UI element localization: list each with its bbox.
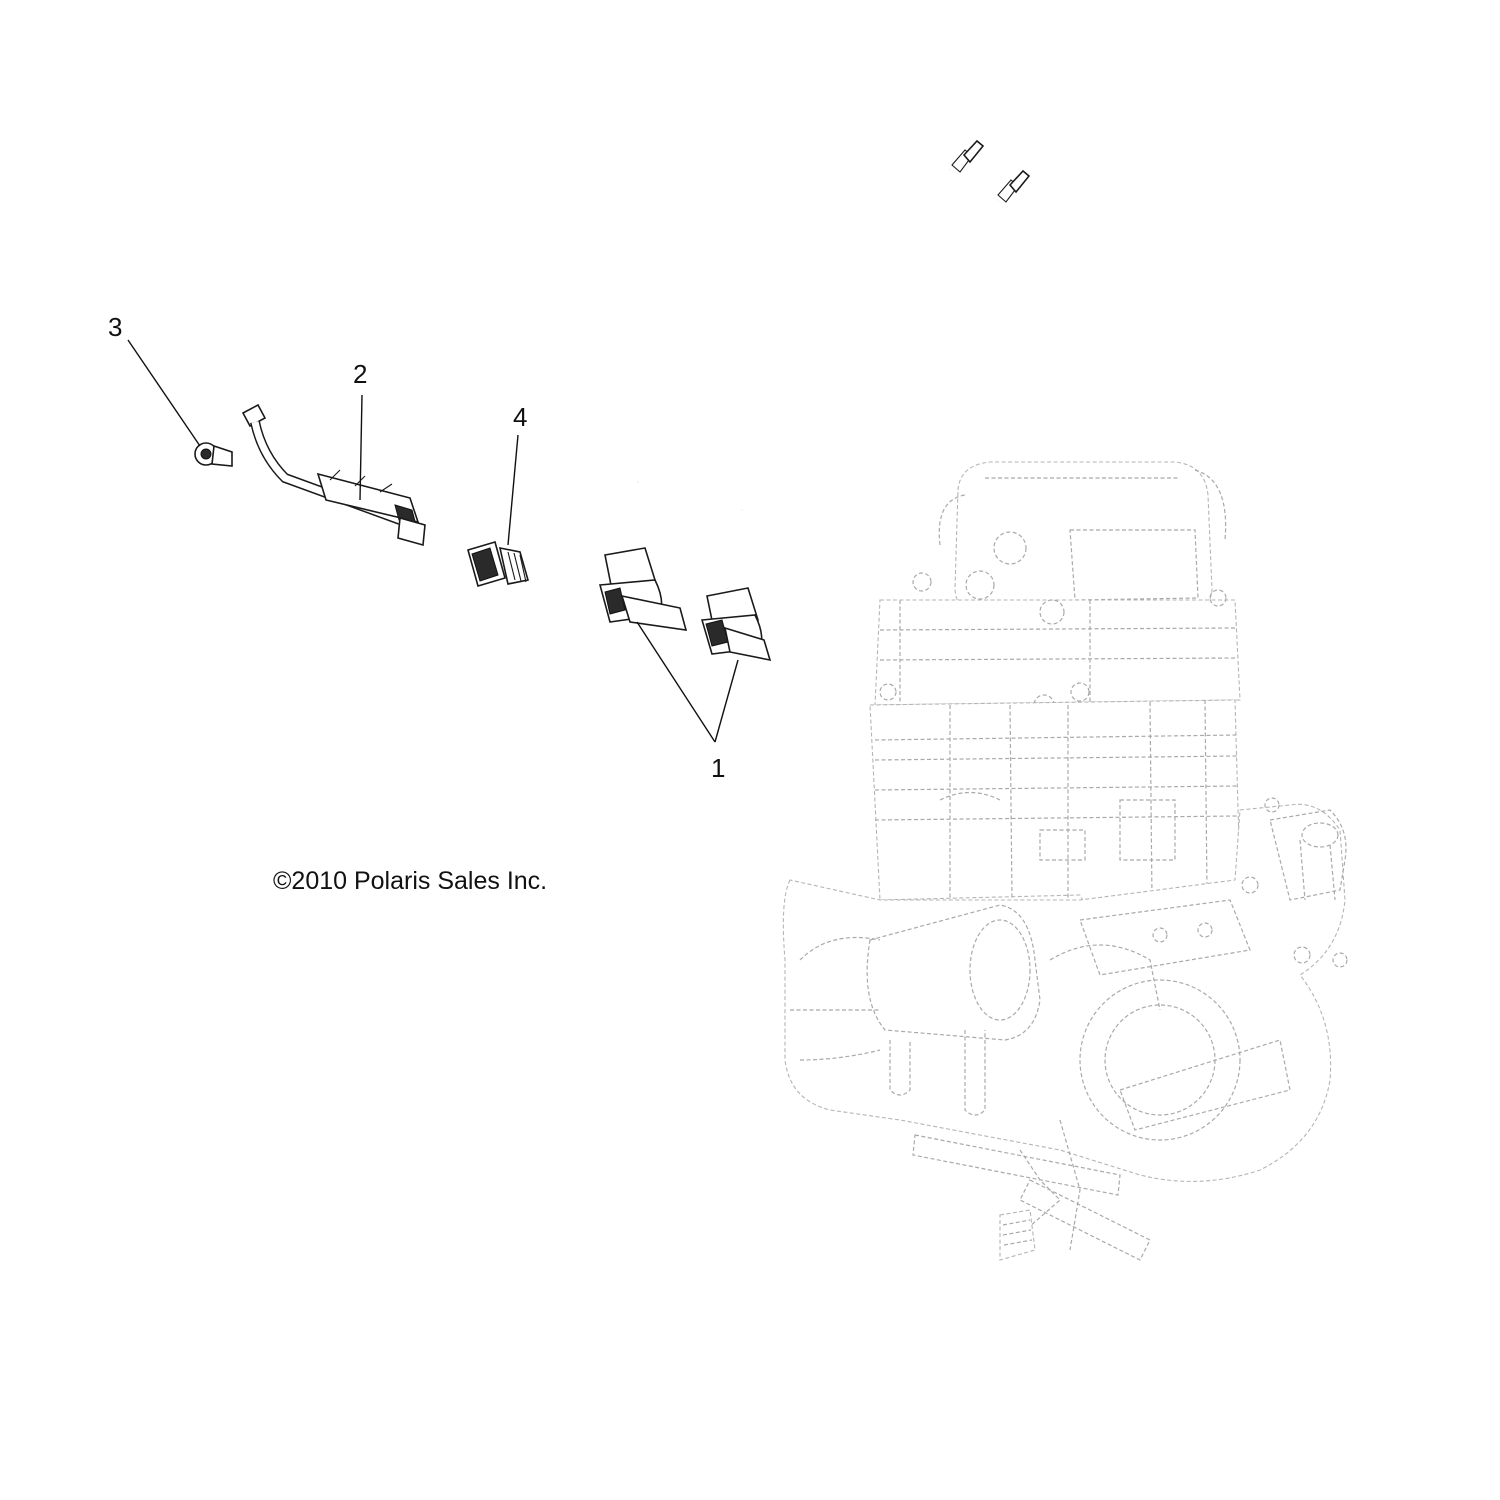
callout-3: 3 (108, 312, 122, 342)
leader-part3 (127, 339, 201, 447)
callout-1: 1 (711, 753, 725, 783)
engine-assembly-ghost (782, 461, 1348, 1261)
fuel-rail (241, 403, 426, 547)
screw (194, 442, 233, 467)
injector-assembly-right (700, 169, 1031, 662)
fitting (467, 541, 530, 587)
leader-part1-right (714, 659, 739, 743)
callout-4: 4 (513, 402, 527, 432)
leader-part4 (507, 434, 519, 546)
copyright-notice: ©2010 Polaris Sales Inc. (273, 867, 547, 895)
leader-part2 (359, 394, 363, 501)
leader-lines (127, 339, 739, 743)
leader-part1-left (636, 621, 716, 743)
injector-assembly-left (598, 139, 985, 631)
callout-2: 2 (353, 359, 367, 389)
